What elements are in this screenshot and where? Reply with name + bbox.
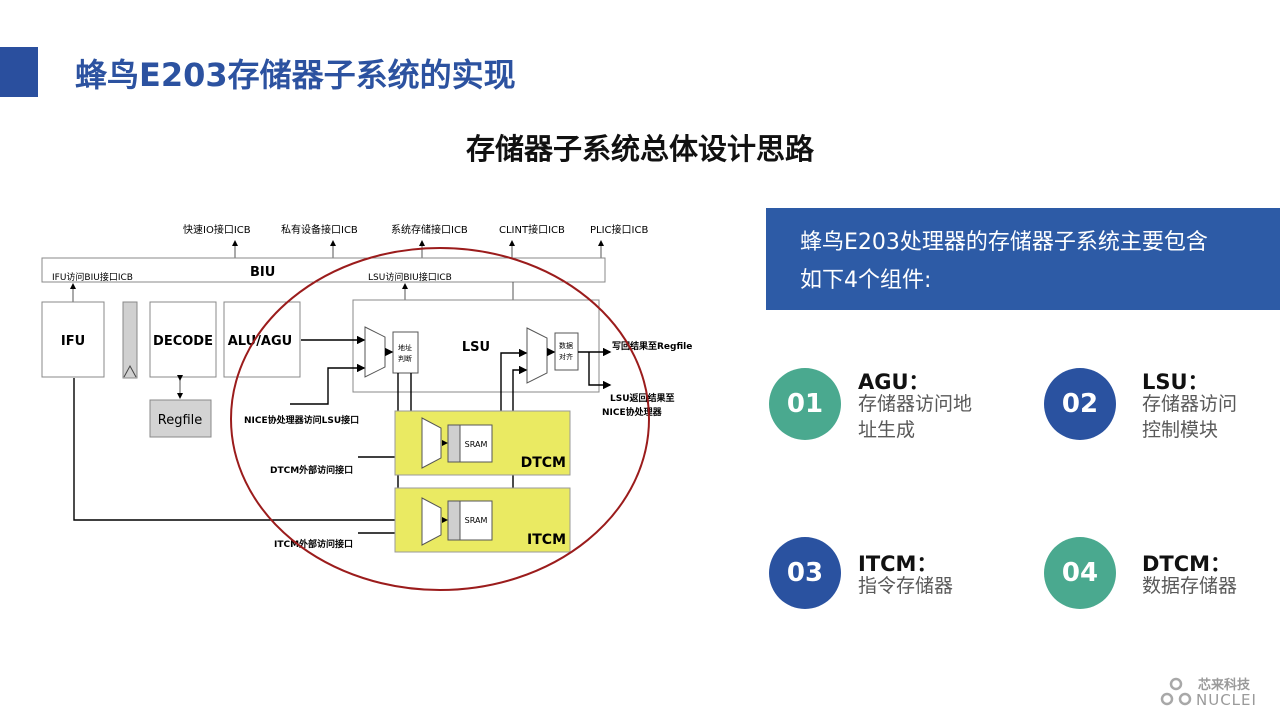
component-badge-02: 02 bbox=[1044, 368, 1116, 440]
writeback-label: 写回结果至Regfile bbox=[612, 340, 692, 352]
lsu-input-mux bbox=[364, 326, 386, 378]
slide-title: 蜂鸟E203存储器子系统的实现 bbox=[75, 56, 516, 94]
dtcm-label: DTCM bbox=[521, 455, 566, 471]
alu-agu-box bbox=[223, 301, 301, 378]
nice-interface-label: NICE协处理器访问LSU接口 bbox=[244, 414, 359, 426]
sram-label: SRAM bbox=[465, 440, 488, 449]
lsu-output-mux bbox=[526, 327, 548, 384]
itcm-ext-label: ITCM外部访问接口 bbox=[274, 538, 353, 550]
dtcm-sram bbox=[459, 424, 493, 463]
dtcm-ext-label: DTCM外部访问接口 bbox=[270, 464, 353, 476]
ifu-label: IFU bbox=[61, 334, 85, 349]
title-accent-bar bbox=[0, 47, 38, 97]
nuclei-logo: 芯来科技 NUCLEI bbox=[1158, 672, 1268, 712]
component-name: AGU： bbox=[858, 370, 930, 394]
panel-text: 如下4个组件: bbox=[800, 268, 932, 293]
data-align-label: 数据 bbox=[559, 341, 573, 350]
alu-agu-label: ALU/AGU bbox=[228, 334, 292, 349]
top-interface-label: 系统存储接口ICB bbox=[391, 223, 468, 236]
panel-text: 蜂鸟E203处理器的存储器子系统主要包含 bbox=[800, 230, 1208, 255]
regfile-box bbox=[149, 399, 212, 438]
pipeline-register bbox=[122, 301, 138, 379]
data-align-box bbox=[554, 332, 579, 371]
component-name: ITCM： bbox=[858, 552, 938, 576]
addr-judge-label: 地址 bbox=[398, 343, 412, 352]
itcm-register bbox=[447, 500, 461, 541]
top-interface-label: CLINT接口ICB bbox=[499, 223, 565, 236]
decode-label: DECODE bbox=[153, 334, 213, 349]
logo-text-en: NUCLEI bbox=[1196, 691, 1257, 709]
top-interface-label: 快速IO接口ICB bbox=[183, 223, 251, 236]
component-badge-04: 04 bbox=[1044, 537, 1116, 609]
lsu-return-label: NICE协处理器 bbox=[602, 406, 663, 418]
nuclei-logo-icon bbox=[1160, 677, 1192, 706]
sram-label: SRAM bbox=[465, 516, 488, 525]
lsu-label: LSU bbox=[462, 340, 490, 355]
component-desc: 数据存储器 bbox=[1142, 575, 1238, 597]
logo-text-cn: 芯来科技 bbox=[1198, 678, 1251, 693]
data-align-label: 对齐 bbox=[559, 352, 573, 361]
top-interface-label: PLIC接口ICB bbox=[590, 223, 648, 236]
regfile-label: Regfile bbox=[158, 413, 203, 428]
component-desc: 存储器访问控制模块 bbox=[1142, 393, 1238, 441]
dtcm-register bbox=[447, 424, 461, 463]
ifu-biu-label: IFU访问BIU接口ICB bbox=[52, 271, 133, 283]
component-name: LSU： bbox=[1142, 370, 1209, 394]
highlight-ellipse bbox=[230, 247, 650, 591]
addr-judge-label: 判断 bbox=[398, 354, 412, 363]
itcm-sram bbox=[459, 500, 493, 541]
itcm-mux bbox=[421, 497, 442, 546]
component-desc: 存储器访问地址生成 bbox=[858, 393, 973, 441]
addr-judge-box bbox=[392, 331, 419, 374]
ifu-box bbox=[41, 301, 105, 378]
itcm-label: ITCM bbox=[527, 532, 566, 548]
slide-subtitle: 存储器子系统总体设计思路 bbox=[465, 132, 814, 166]
decode-box bbox=[149, 301, 217, 378]
dtcm-mux bbox=[421, 417, 442, 469]
summary-panel: 蜂鸟E203处理器的存储器子系统主要包含 如下4个组件: bbox=[766, 208, 1280, 310]
top-interface-label: 私有设备接口ICB bbox=[281, 223, 358, 236]
component-desc: 指令存储器 bbox=[858, 575, 954, 597]
component-name: DTCM： bbox=[1142, 552, 1232, 576]
component-badge-01: 01 bbox=[769, 368, 841, 440]
lsu-return-label: LSU返回结果至 bbox=[610, 392, 675, 404]
biu-label: BIU bbox=[250, 265, 275, 280]
component-badge-03: 03 bbox=[769, 537, 841, 609]
lsu-biu-label: LSU访问BIU接口ICB bbox=[368, 271, 452, 283]
